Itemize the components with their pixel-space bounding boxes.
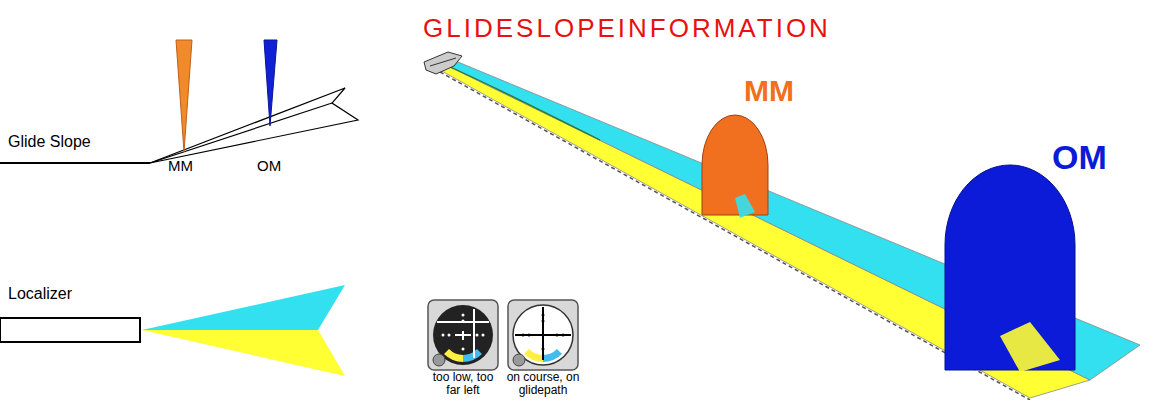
scale-arc (444, 349, 463, 362)
blue-beam (448, 62, 1140, 380)
diagram-title: GLIDESLOPEINFORMATION (0, 14, 1154, 44)
instrument-caption: too low, too far left (424, 371, 502, 397)
scale-arc (463, 349, 482, 362)
ground-line (0, 162, 150, 164)
marker-label: MM (744, 74, 794, 109)
instrument-case (508, 300, 578, 370)
glide-slope-label: Glide Slope (8, 133, 91, 151)
beam-through-marker (1000, 322, 1060, 372)
scale-arc (524, 349, 543, 362)
glideslope-needle (515, 334, 571, 336)
outer-marker-cone (264, 40, 277, 126)
middle-marker-cone (176, 40, 192, 152)
beam-through-marker (735, 194, 755, 218)
instrument-caption: on course, on glidepath (504, 371, 582, 397)
glide-slope-side-view (0, 40, 358, 163)
instrument-face (433, 305, 493, 365)
middle-marker-dome (702, 115, 768, 215)
instrument-too-low-left (428, 300, 498, 370)
localizer-needle (542, 307, 544, 360)
localizer-beam-blue (142, 285, 345, 330)
glideslope-needle (437, 321, 489, 323)
aircraft-symbol (455, 331, 471, 340)
localizer-label: Localizer (8, 285, 72, 303)
deviation-dots (442, 314, 485, 351)
localizer-needle (473, 309, 475, 358)
scale-arc (543, 349, 562, 362)
instrument-face (513, 305, 573, 365)
runway (0, 318, 140, 342)
aircraft-wing (430, 58, 456, 66)
localizer-beam-yellow (142, 330, 345, 376)
marker-label: OM (1052, 138, 1107, 177)
aircraft (424, 52, 462, 74)
glide-center-line (150, 103, 332, 163)
glide-path-line (434, 60, 600, 140)
localizer-top-view (0, 285, 345, 376)
yellow-beam (440, 66, 1090, 398)
marker-label: OM (257, 157, 281, 174)
approach-3d-view (424, 52, 1140, 400)
marker-label: MM (168, 157, 193, 174)
obs-knob (513, 354, 525, 366)
instrument-on-course (508, 300, 578, 370)
beam-edge (440, 72, 1030, 400)
instrument-case (428, 300, 498, 370)
obs-knob (433, 354, 445, 366)
